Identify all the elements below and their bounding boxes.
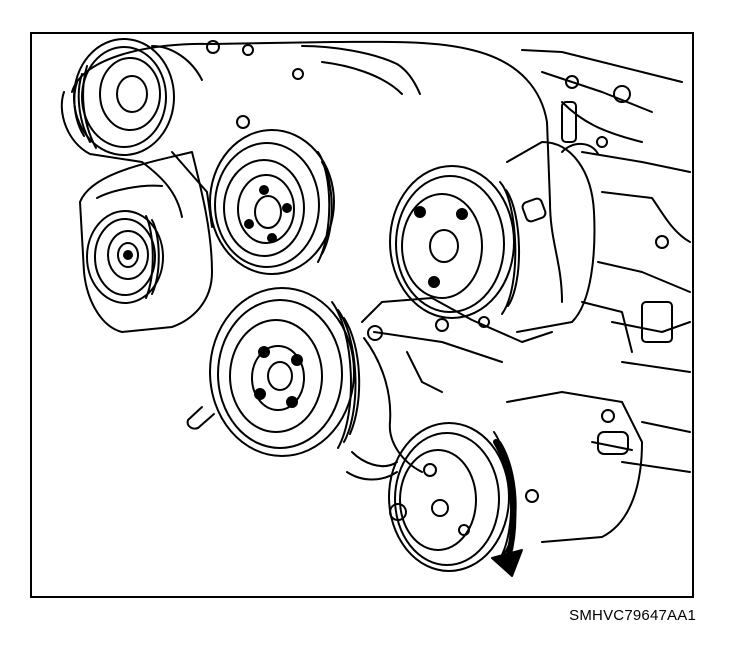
belt-tensioner [79, 151, 213, 333]
idler-pulley-upper [60, 38, 175, 163]
engine-belt-drive-drawing [60, 38, 691, 577]
crankshaft-balancer [186, 287, 361, 457]
water-pump-pulley [209, 129, 335, 275]
diagram-frame [30, 32, 694, 598]
ac-compressor [388, 391, 643, 572]
timing-cover [71, 40, 563, 303]
engine-block-detail [346, 49, 691, 481]
power-steering-pulley [389, 141, 599, 333]
figure-id-label: SMHVC79647AA1 [569, 607, 696, 624]
accessory-bracket [351, 297, 553, 473]
rotation-direction-arrow-icon [491, 439, 523, 577]
